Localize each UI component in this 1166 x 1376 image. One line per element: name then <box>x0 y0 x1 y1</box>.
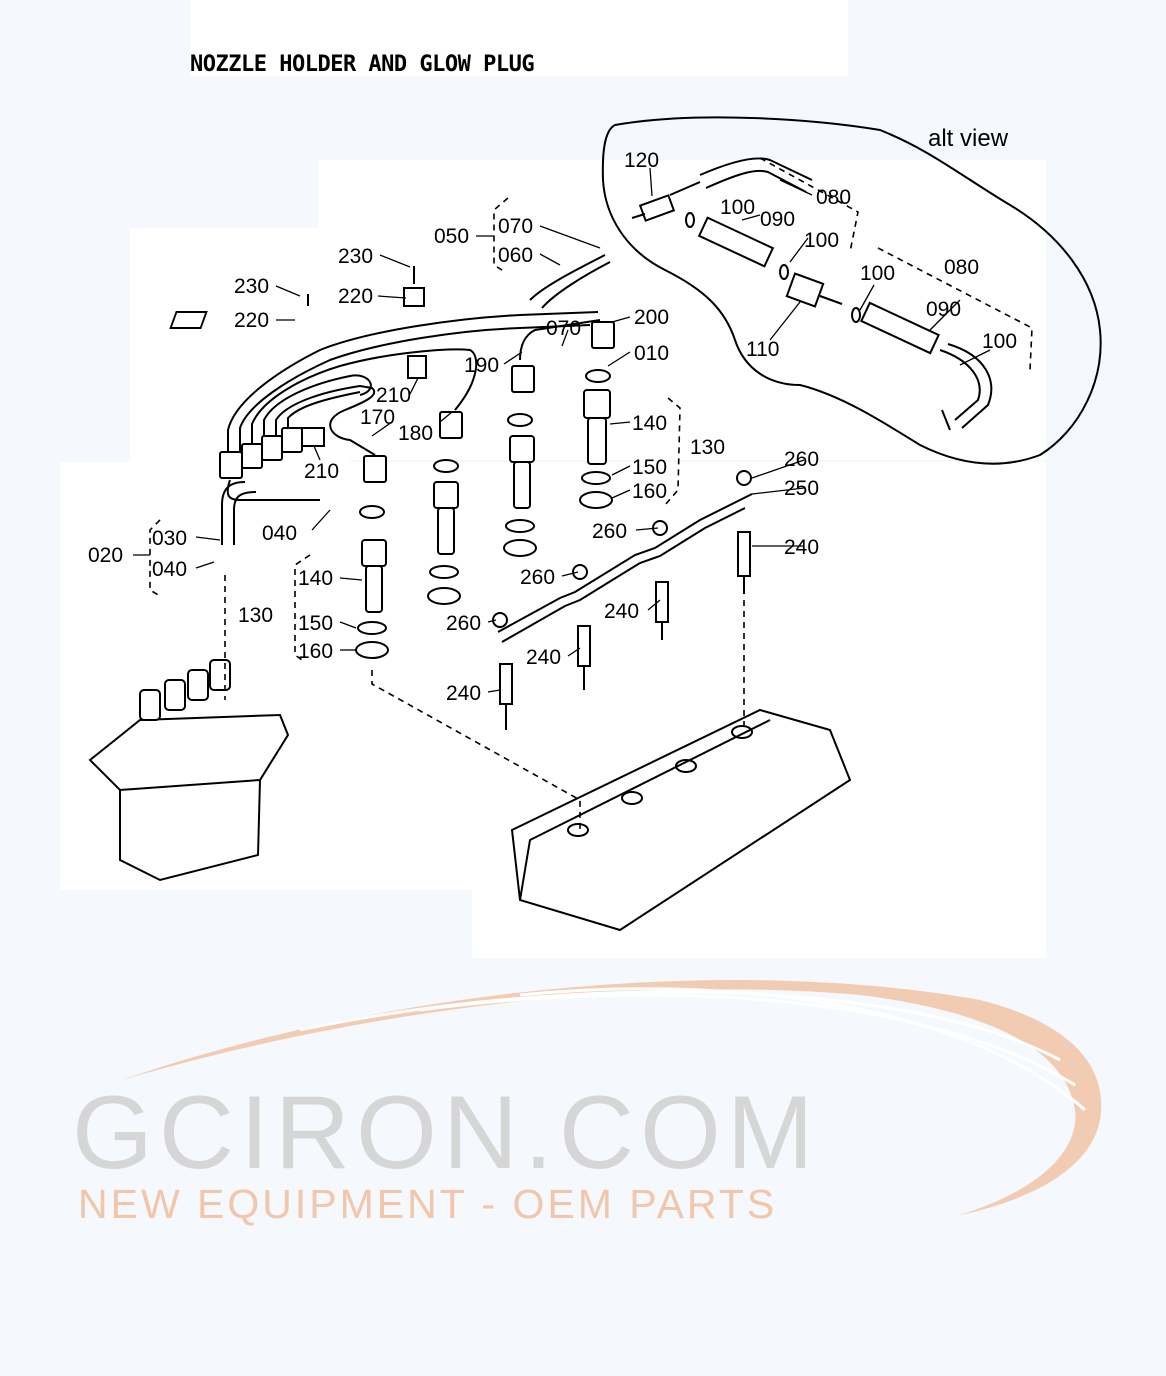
alt-view-outline <box>601 116 1102 465</box>
glow-plugs <box>492 470 753 730</box>
nozzle-holders <box>355 369 613 659</box>
callout-120: 120 <box>624 149 659 172</box>
diagram-panel-top <box>318 160 1046 460</box>
callout-130: 130 <box>690 436 725 459</box>
callout-130: 130 <box>238 604 273 627</box>
callout-190: 190 <box>464 354 499 377</box>
callout-100: 100 <box>720 196 755 219</box>
callout-260: 260 <box>520 566 555 589</box>
callout-070: 070 <box>546 317 581 340</box>
bracket-080-lower <box>877 247 1033 371</box>
callout-250: 250 <box>784 477 819 500</box>
bracket-130-left <box>294 554 311 663</box>
watermark-tagline: NEW EQUIPMENT - OEM PARTS <box>78 1181 777 1227</box>
watermark-logo: GCIRON.COM NEW EQUIPMENT - OEM PARTS <box>72 979 1102 1227</box>
callout-150: 150 <box>632 456 667 479</box>
callout-040: 040 <box>262 522 297 545</box>
callouts: 020 030 040 040 050 060 070 070 010 200 … <box>88 149 1017 705</box>
callout-040: 040 <box>152 558 187 581</box>
callout-140: 140 <box>632 412 667 435</box>
alt-view-label: alt view <box>928 125 1009 152</box>
page-title: NOZZLE HOLDER AND GLOW PLUG <box>190 52 535 77</box>
bracket-050 <box>493 197 509 273</box>
bracket-020 <box>149 519 161 597</box>
title-panel <box>190 0 848 76</box>
callout-010: 010 <box>634 342 669 365</box>
callout-200: 200 <box>634 306 669 329</box>
callout-100: 100 <box>860 262 895 285</box>
callout-240: 240 <box>784 536 819 559</box>
callout-260: 260 <box>784 448 819 471</box>
callout-220: 220 <box>338 285 373 308</box>
leader-lines <box>133 225 805 693</box>
callout-150: 150 <box>298 612 333 635</box>
watermark-brand: GCIRON.COM <box>72 1075 820 1191</box>
callout-240: 240 <box>526 646 561 669</box>
callout-160: 160 <box>298 640 333 663</box>
callout-230: 230 <box>234 275 269 298</box>
cylinder-head <box>510 708 852 932</box>
injection-pump <box>88 659 290 882</box>
callout-240: 240 <box>446 682 481 705</box>
callout-090: 090 <box>760 208 795 231</box>
callout-110: 110 <box>746 338 779 361</box>
callout-220: 220 <box>234 309 269 332</box>
pipe-nuts <box>219 321 615 483</box>
bracket-130-right <box>664 397 681 506</box>
callout-230: 230 <box>338 245 373 268</box>
callout-070: 070 <box>498 215 533 238</box>
alt-view-parts <box>631 157 993 431</box>
callout-160: 160 <box>632 480 667 503</box>
injection-pipes <box>221 254 611 545</box>
callout-260: 260 <box>592 520 627 543</box>
callout-170: 170 <box>360 406 395 429</box>
callout-240: 240 <box>604 600 639 623</box>
callout-050: 050 <box>434 225 469 248</box>
callout-210: 210 <box>304 460 339 483</box>
callout-210: 210 <box>376 384 411 407</box>
pipe-clamps <box>169 266 427 447</box>
callout-100: 100 <box>804 229 839 252</box>
callout-060: 060 <box>498 244 533 267</box>
callout-260: 260 <box>446 612 481 635</box>
callout-090: 090 <box>926 298 961 321</box>
callout-100: 100 <box>982 330 1017 353</box>
callout-080: 080 <box>816 186 851 209</box>
callout-020: 020 <box>88 544 123 567</box>
callout-080: 080 <box>944 256 979 279</box>
callout-180: 180 <box>398 422 433 445</box>
callout-030: 030 <box>152 527 187 550</box>
bracket-080-upper <box>759 157 859 253</box>
callout-140: 140 <box>298 567 333 590</box>
